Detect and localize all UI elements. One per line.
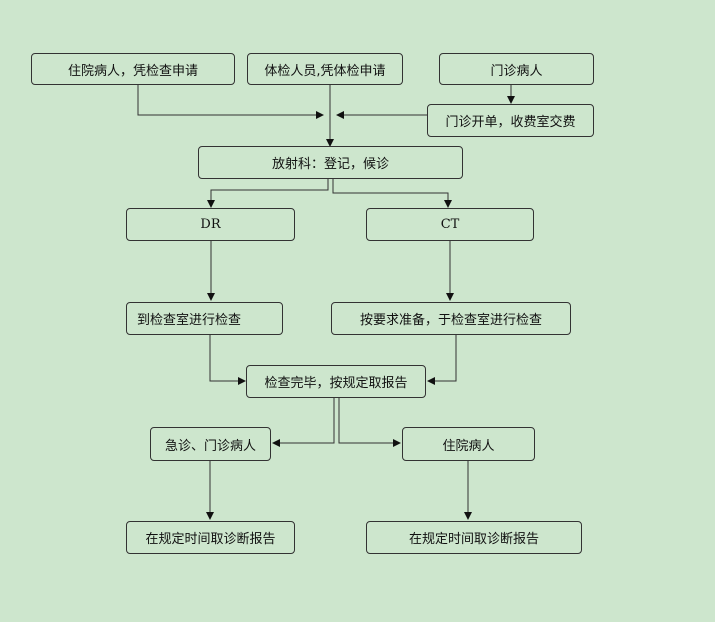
connector-radiology-to-dr xyxy=(207,179,329,208)
node-report-left: 在规定时间取诊断报告 xyxy=(126,521,295,554)
node-ct-exam: 按要求准备，于检查室进行检查 xyxy=(331,302,571,335)
node-checkup-apply: 体检人员,凭体检申请 xyxy=(247,53,403,85)
node-exam-done: 检查完毕，按规定取报告 xyxy=(246,365,426,398)
node-ct: CT xyxy=(366,208,534,241)
node-emergency-outpatient: 急诊、门诊病人 xyxy=(150,427,271,461)
node-inpatient-apply: 住院病人，凭检查申请 xyxy=(31,53,235,85)
connector-radiology-to-ct xyxy=(332,179,452,208)
connector-done-to-emergency xyxy=(272,398,335,447)
connector-dr-exam-to-done xyxy=(209,335,246,385)
node-inpatient: 住院病人 xyxy=(402,427,535,461)
node-dr-exam: 到检查室进行检查 xyxy=(126,302,283,335)
connector-ct-exam-to-done xyxy=(427,335,457,385)
node-report-right: 在规定时间取诊断报告 xyxy=(366,521,582,554)
node-radiology-register: 放射科：登记，候诊 xyxy=(198,146,463,179)
connector-done-to-inpatient xyxy=(338,398,401,447)
connector-inpatient-to-merge xyxy=(137,85,324,119)
node-outpatient: 门诊病人 xyxy=(439,53,594,85)
node-outpatient-pay: 门诊开单，收费室交费 xyxy=(427,104,594,137)
node-dr: DR xyxy=(126,208,295,241)
